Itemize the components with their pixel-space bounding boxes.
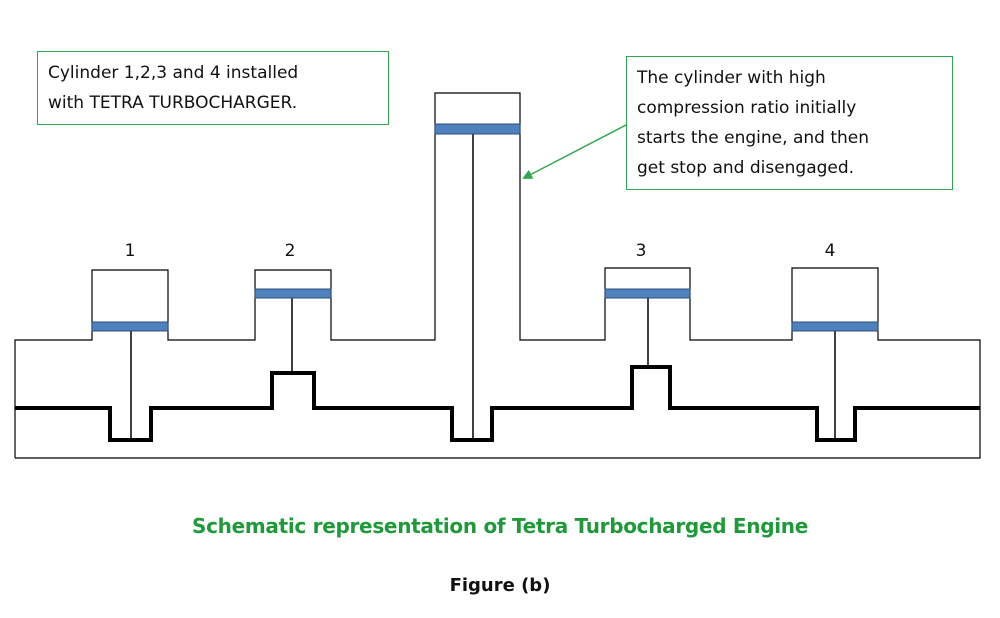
piston-main [434, 123, 521, 135]
cylinder-label-1: 1 [124, 241, 136, 261]
figure-label: Figure (b) [449, 575, 551, 596]
cylinder-label-4: 4 [824, 241, 836, 261]
callout-arrow [522, 123, 629, 179]
piston-1 [91, 321, 169, 332]
piston-2 [254, 288, 332, 299]
cylinder-label-3: 3 [635, 241, 647, 261]
crankshaft [15, 365, 980, 442]
callout-right-line-2: compression ratio initially [637, 98, 857, 118]
piston-4 [791, 321, 879, 332]
cylinder-label-2: 2 [284, 241, 296, 261]
callout-right-line-4: get stop and disengaged. [637, 158, 855, 178]
callout-left-line-1: Cylinder 1,2,3 and 4 installed [48, 63, 299, 83]
engine-block-outline [14, 92, 981, 459]
piston-3 [604, 288, 691, 299]
callout-high-compression-note: The cylinder with high compression ratio… [626, 56, 953, 190]
callout-right-line-3: starts the engine, and then [637, 128, 870, 148]
callout-right-line-1: The cylinder with high [637, 68, 826, 88]
callout-left-line-2: with TETRA TURBOCHARGER. [48, 93, 298, 113]
callout-turbocharger-note: Cylinder 1,2,3 and 4 installed with TETR… [37, 51, 389, 125]
diagram-caption: Schematic representation of Tetra Turboc… [192, 514, 808, 538]
